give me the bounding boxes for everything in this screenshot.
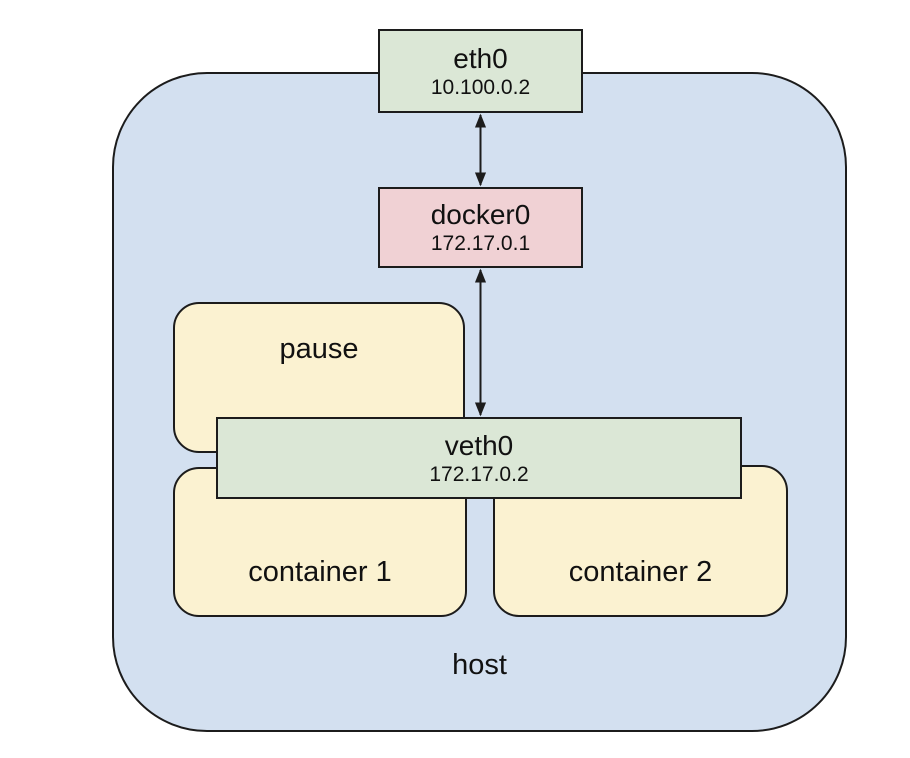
eth0-name: eth0 (453, 42, 508, 74)
docker0-ip: 172.17.0.1 (430, 232, 531, 255)
eth0-interface-box: eth0 10.100.0.2 (378, 29, 583, 113)
veth0-ip: 172.17.0.2 (429, 462, 529, 486)
container-2-label: container 2 (568, 556, 713, 588)
pause-label: pause (279, 333, 359, 365)
veth0-interface-box: veth0 172.17.0.2 (216, 417, 742, 499)
docker0-bridge-box: docker0 172.17.0.1 (378, 187, 583, 268)
container-1-label: container 1 (248, 556, 392, 588)
host-label: host (452, 649, 507, 681)
eth0-ip: 10.100.0.2 (430, 75, 531, 99)
veth0-name: veth0 (444, 429, 514, 461)
docker0-name: docker0 (430, 199, 531, 230)
